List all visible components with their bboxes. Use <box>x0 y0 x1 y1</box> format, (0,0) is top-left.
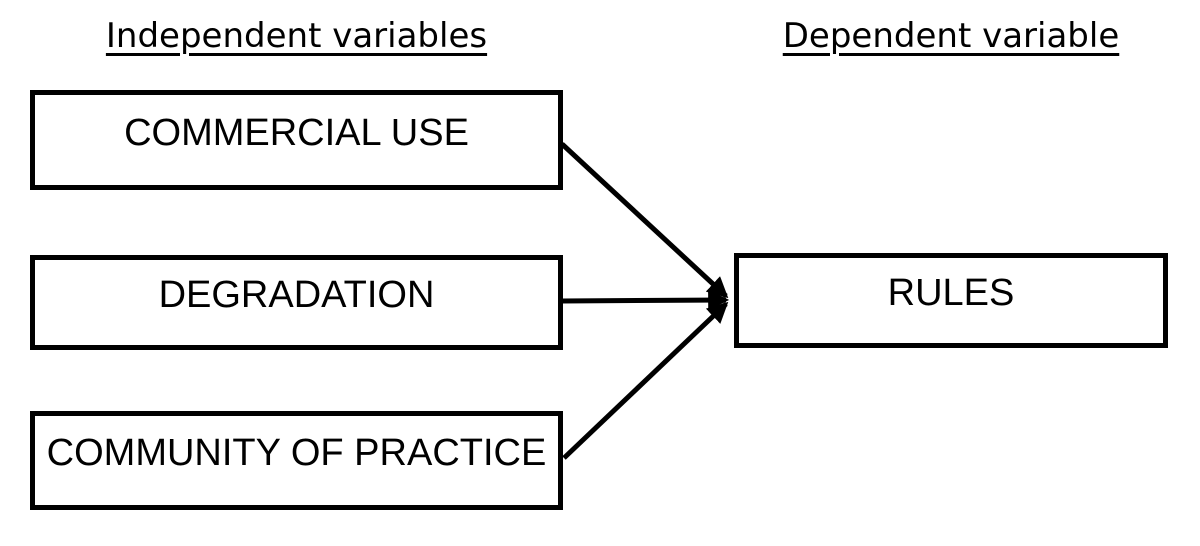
arrow-degradation-to-rules <box>561 289 730 311</box>
box-community-of-practice-label: COMMUNITY OF PRACTICE <box>46 432 547 474</box>
arrow-commercial-use-to-rules <box>560 142 729 299</box>
box-degradation: DEGRADATION <box>30 255 563 350</box>
box-commercial-use: COMMERCIAL USE <box>30 90 563 190</box>
box-rules: RULES <box>734 253 1168 348</box>
independent-variables-heading: Independent variables <box>105 16 488 56</box>
box-commercial-use-label: COMMERCIAL USE <box>124 111 469 154</box>
box-rules-label: RULES <box>887 272 1015 314</box>
box-degradation-label: DEGRADATION <box>158 274 435 316</box>
box-community-of-practice: COMMUNITY OF PRACTICE <box>30 411 563 510</box>
arrow-community-of-practice-to-rules <box>562 301 729 460</box>
dependent-variable-heading: Dependent variable <box>782 16 1120 56</box>
